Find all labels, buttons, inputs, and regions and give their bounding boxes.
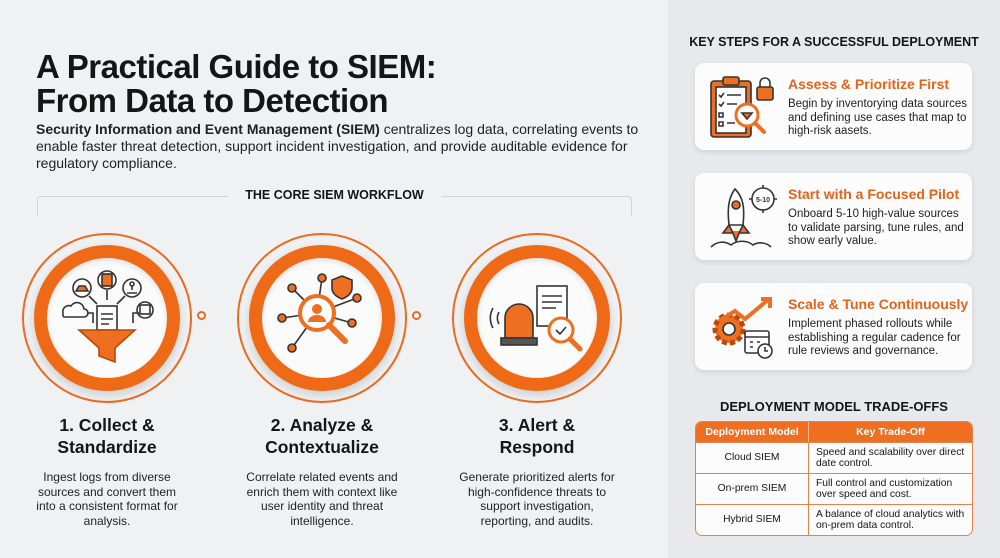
connector-dot [197, 311, 206, 320]
intro-text: Security Information and Event Managemen… [36, 121, 639, 171]
model-cell: On-prem SIEM [696, 473, 809, 504]
workflow-bracket: THE CORE SIEM WORKFLOW [37, 188, 632, 216]
tradeoffs-table: Deployment Model Key Trade-Off Cloud SIE… [695, 421, 973, 536]
card-title: Start with a Focused Pilot [788, 186, 960, 202]
alarm-siren-icon [489, 285, 583, 352]
model-cell: Cloud SIEM [696, 442, 809, 473]
deployment-heading: KEY STEPS FOR A SUCCESSFUL DEPLOYMENT [689, 35, 979, 49]
page-title: A Practical Guide to SIEM:From Data to D… [36, 48, 437, 119]
tradeoff-cell: Speed and scalability over direct date c… [809, 442, 972, 473]
card-description: Onboard 5-10 high-value sources to valid… [788, 208, 964, 247]
card-pilot: 5-10 Start with a Focused Pilot Onboard … [695, 173, 972, 260]
step-analyze: 2. Analyze &Contextualize Correlate rela… [222, 233, 422, 528]
column-header: Deployment Model [696, 422, 809, 442]
card-assess: Assess & Prioritize First Begin by inven… [695, 63, 972, 150]
step-alert: 3. Alert &Respond Generate prioritized a… [437, 233, 637, 528]
connector-dot [412, 311, 421, 320]
card-description: Implement phased rollouts while establis… [788, 318, 961, 357]
tradeoff-cell: A balance of cloud analytics with on-pre… [809, 504, 972, 535]
card-title: Scale & Tune Continuously [788, 296, 969, 312]
workflow-label: THE CORE SIEM WORKFLOW [227, 188, 442, 202]
model-cell: Hybrid SIEM [696, 504, 809, 535]
tradeoffs-heading: DEPLOYMENT MODEL TRADE-OFFS [720, 399, 948, 414]
column-header: Key Trade-Off [809, 422, 972, 442]
step-description: Ingest logs from diverse sources and con… [36, 470, 178, 528]
main-panel: A Practical Guide to SIEM:From Data to D… [7, 48, 639, 528]
card-description: Begin by inventorying data sources and d… [788, 98, 967, 137]
network-magnifier-icon [277, 273, 362, 353]
pilot-badge: 5-10 [756, 197, 770, 204]
step-title: 1. Collect & [59, 415, 155, 435]
step-description: Generate prioritized alerts for high-con… [459, 470, 615, 528]
deployment-panel: KEY STEPS FOR A SUCCESSFUL DEPLOYMENT As… [668, 0, 1000, 558]
step-title: Standardize [57, 437, 157, 457]
funnel-icon [62, 270, 154, 364]
gear-growth-icon [712, 297, 773, 359]
step-title: 3. Alert & [498, 415, 576, 435]
step-collect: 1. Collect &Standardize Ingest logs from… [7, 233, 207, 528]
card-title: Assess & Prioritize First [788, 76, 950, 92]
step-title: 2. Analyze & [270, 415, 374, 435]
card-scale: Scale & Tune Continuously Implement phas… [695, 283, 972, 370]
rocket-icon: 5-10 [710, 185, 777, 248]
step-title: Contextualize [265, 437, 379, 457]
step-title: Respond [499, 437, 575, 457]
step-description: Correlate related events and enrich them… [246, 470, 398, 528]
tradeoff-cell: Full control and customization over spee… [809, 473, 972, 504]
clipboard-magnifier-icon [710, 76, 774, 138]
